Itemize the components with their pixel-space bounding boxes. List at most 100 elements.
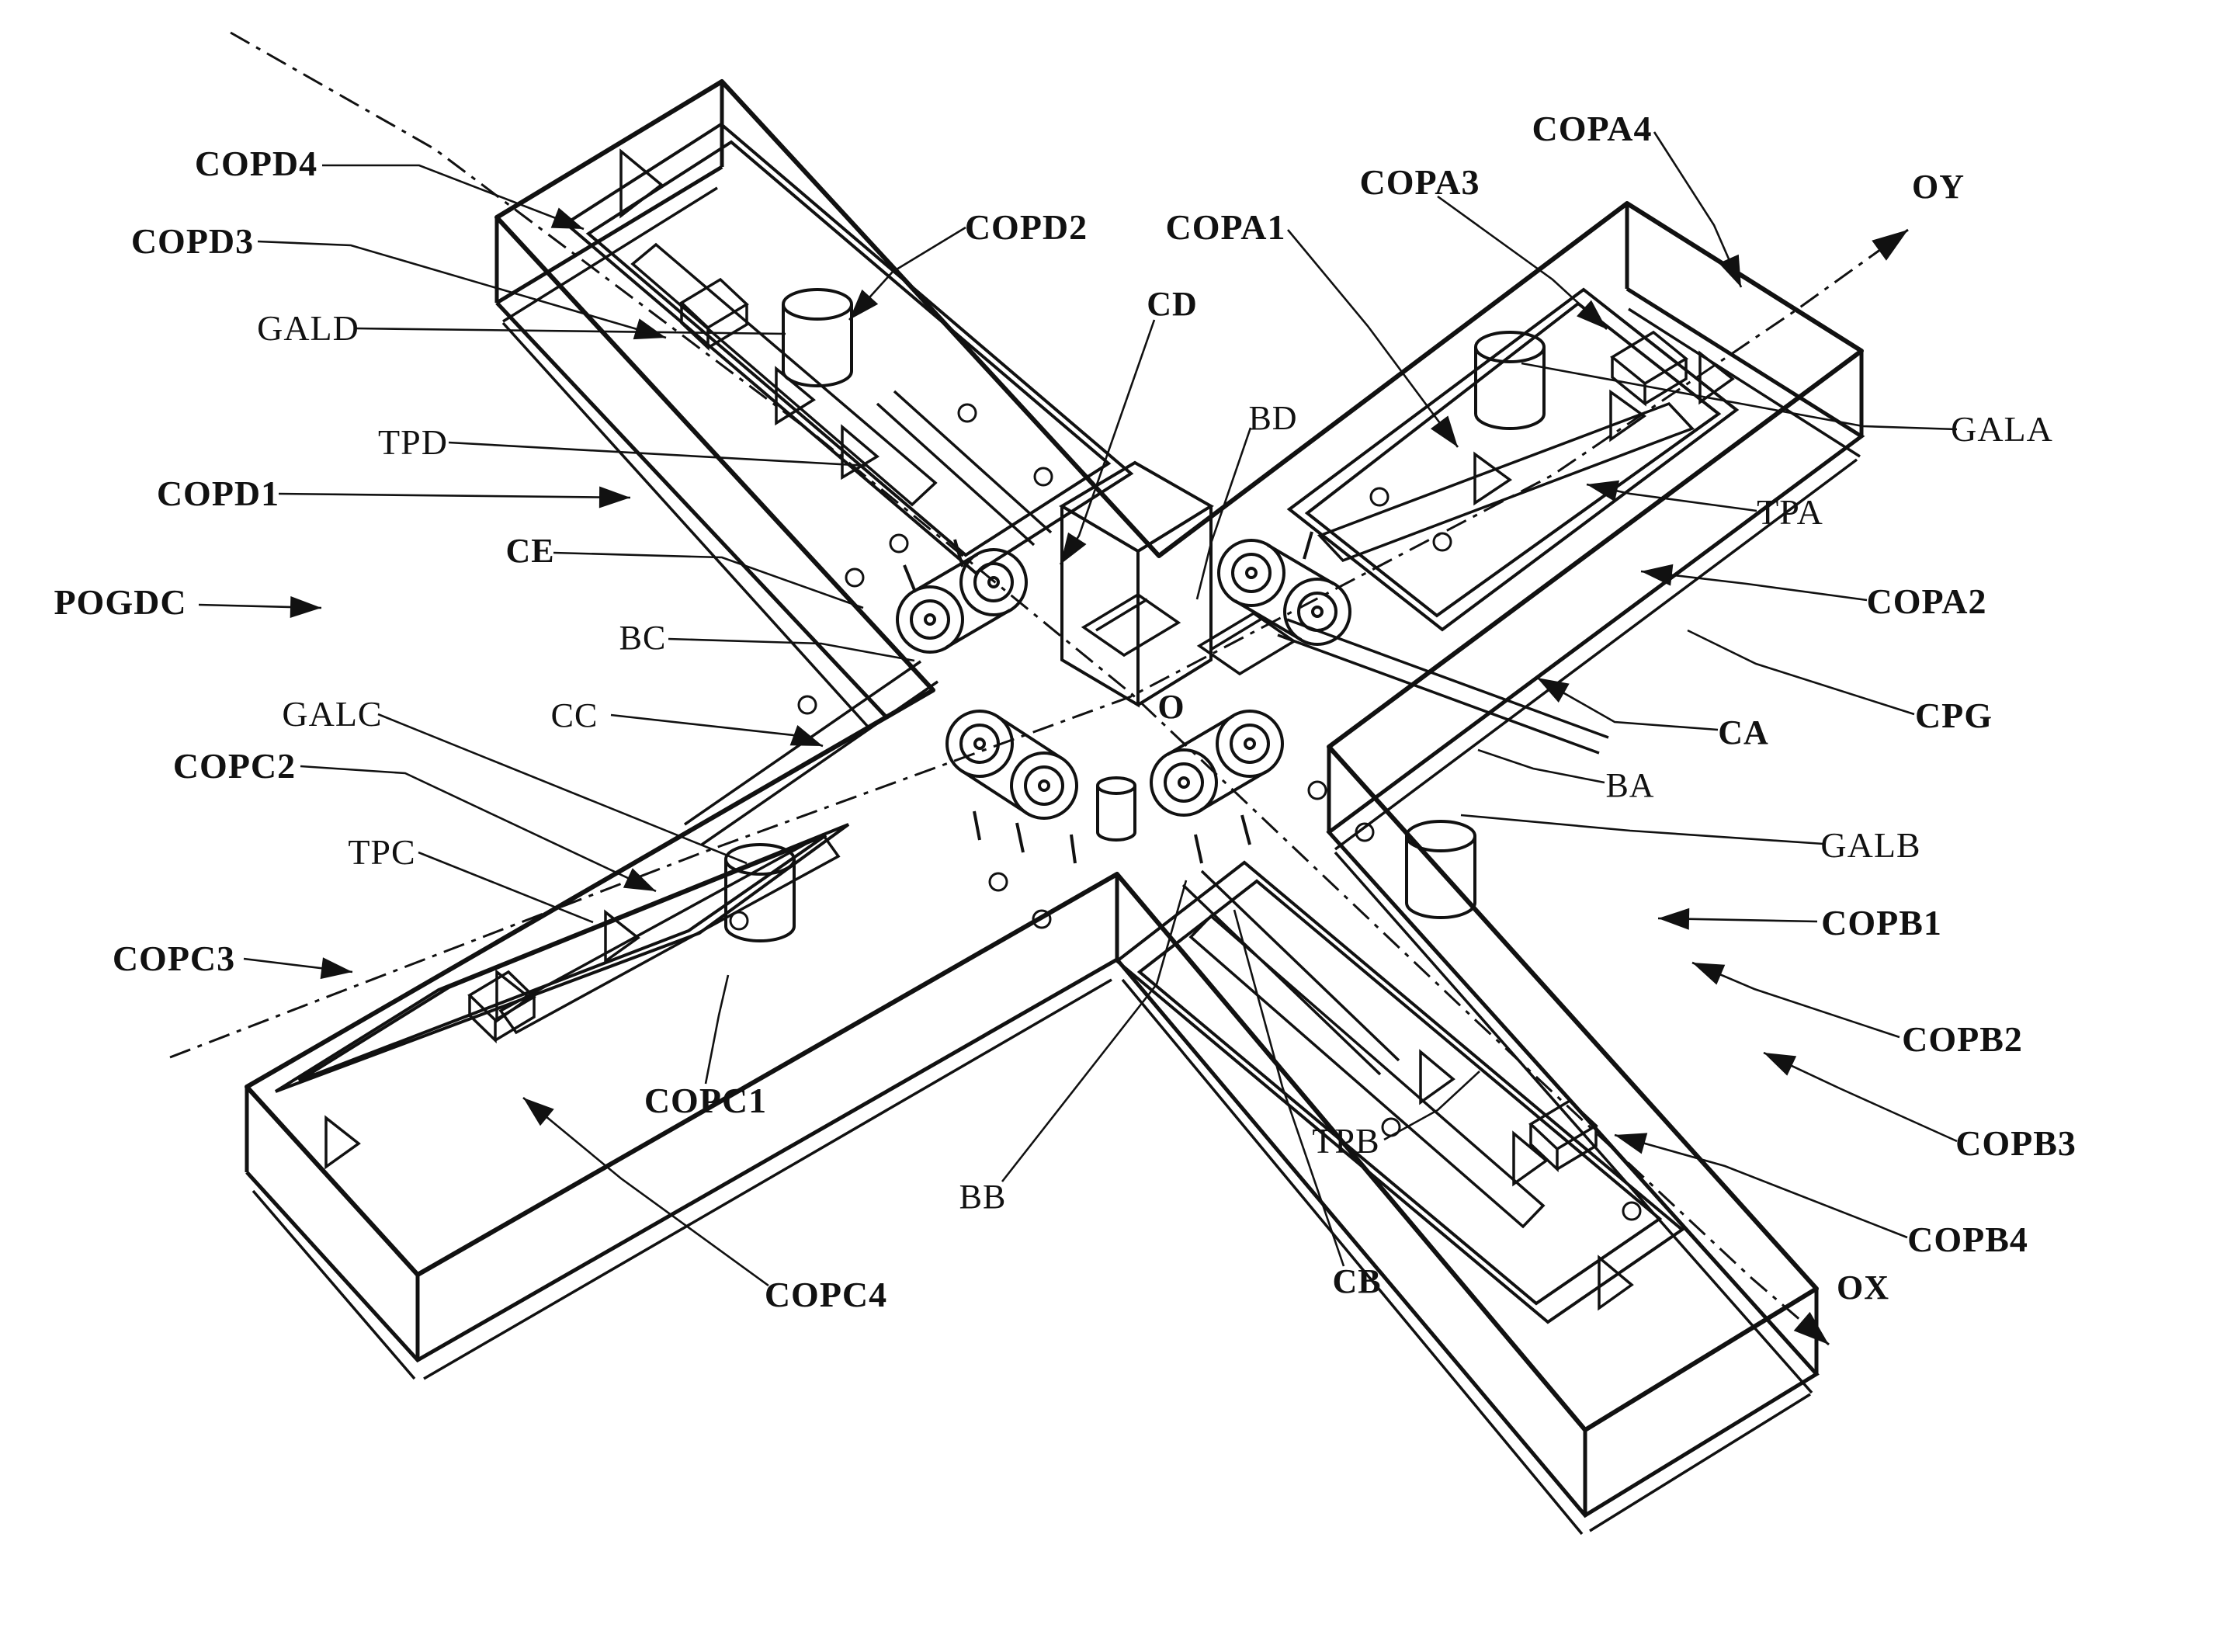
dogbone-lower-left xyxy=(945,710,1078,820)
leader-COPD4-arrowhead xyxy=(550,207,584,229)
axis-oy xyxy=(169,228,1909,1059)
label-COPC1: COPC1 xyxy=(644,1081,767,1120)
label-GALA: GALA xyxy=(1951,409,2053,449)
leader-COPA3-arrowhead xyxy=(1577,300,1607,329)
label-OY: OY xyxy=(1912,168,1965,206)
label-TPC: TPC xyxy=(348,832,415,872)
leader-COPC3-arrowhead xyxy=(320,957,352,980)
dogbone-upper-left xyxy=(896,548,1028,654)
dogbone-links xyxy=(896,539,1351,820)
rail-tpa xyxy=(1317,401,1695,563)
cylinder-center-post xyxy=(1096,776,1136,842)
label-POGDC: POGDC xyxy=(54,582,186,622)
label-COPA1: COPA1 xyxy=(1166,207,1286,247)
pocket-arm-d xyxy=(563,122,1134,575)
leader-COPD3 xyxy=(257,240,667,339)
center-pins xyxy=(903,531,1313,864)
leader-COPD1 xyxy=(278,492,631,499)
label-CB: CB xyxy=(1332,1262,1381,1300)
leader-COPB1-arrowhead xyxy=(1658,908,1690,930)
leader-COPB4 xyxy=(1614,1133,1908,1239)
rail-tpc xyxy=(498,832,841,1035)
leader-COPD4 xyxy=(322,164,585,231)
leader-COPA4-arrowhead xyxy=(1719,254,1741,287)
pocket-arm-a xyxy=(1286,287,1740,632)
label-OX: OX xyxy=(1837,1268,1889,1307)
label-O: O xyxy=(1157,688,1185,726)
leader-COPD2-arrowhead xyxy=(849,289,879,320)
label-COPB2: COPB2 xyxy=(1902,1019,2023,1059)
pocket-arm-c xyxy=(274,823,850,1093)
leader-GALA xyxy=(1521,362,1958,431)
label-COPC4: COPC4 xyxy=(765,1275,887,1314)
leader-CPG xyxy=(1687,629,1915,716)
leader-BD xyxy=(1195,427,1252,600)
label-CD: CD xyxy=(1147,285,1198,323)
label-TPA: TPA xyxy=(1757,492,1823,532)
leader-CC-arrowhead xyxy=(789,725,823,746)
leader-COPB2 xyxy=(1691,961,1900,1039)
leader-COPA3 xyxy=(1437,195,1608,330)
leader-BA xyxy=(1477,748,1605,784)
label-CA: CA xyxy=(1718,713,1769,751)
pocket-arm-b xyxy=(1114,860,1685,1324)
label-BC: BC xyxy=(619,619,667,657)
cylinder-gala xyxy=(1474,331,1546,430)
leader-COPA1-arrowhead xyxy=(1430,415,1458,447)
label-COPA3: COPA3 xyxy=(1360,162,1480,202)
label-COPD3: COPD3 xyxy=(131,221,254,261)
ring-holes xyxy=(729,403,1642,1221)
leader-CD xyxy=(1059,319,1156,565)
label-TPB: TPB xyxy=(1312,1121,1379,1161)
leader-COPB3 xyxy=(1763,1051,1958,1143)
axis-oy-arrowhead xyxy=(1872,230,1908,261)
label-CE: CE xyxy=(505,532,554,570)
annotation-layer: COPD4COPD3GALDTPDCOPD1POGDCGALCCOPC2TPCC… xyxy=(54,31,2076,1346)
leader-COPD3-arrowhead xyxy=(633,318,666,340)
leader-COPB3-arrowhead xyxy=(1764,1053,1797,1076)
leader-BB xyxy=(1001,880,1188,1182)
leader-CE xyxy=(553,551,864,609)
cylinder-galc xyxy=(724,843,796,942)
label-COPB3: COPB3 xyxy=(1955,1123,2076,1163)
leader-COPA2-arrowhead xyxy=(1641,564,1674,586)
dogbone-upper-right xyxy=(1217,539,1351,646)
axis-ox-arrowhead xyxy=(1793,1311,1829,1345)
leader-CB xyxy=(1233,909,1345,1267)
leader-COPC4-arrowhead xyxy=(523,1098,554,1126)
rail-tpd xyxy=(630,242,938,507)
label-COPA4: COPA4 xyxy=(1532,109,1653,148)
leader-CD-arrowhead xyxy=(1060,532,1087,564)
leader-TPB xyxy=(1383,1071,1480,1141)
connecting-rods xyxy=(684,390,1609,1076)
leader-COPD1-arrowhead xyxy=(598,486,630,508)
label-COPC2: COPC2 xyxy=(173,746,296,786)
label-COPB4: COPB4 xyxy=(1907,1220,2028,1259)
leader-COPB4-arrowhead xyxy=(1615,1133,1648,1154)
label-GALC: GALC xyxy=(282,694,382,734)
leader-GALC xyxy=(377,713,748,865)
leader-POGDC-arrowhead xyxy=(290,595,321,618)
label-TPD: TPD xyxy=(378,422,448,462)
pocket-notches xyxy=(324,148,1735,1311)
label-COPD4: COPD4 xyxy=(195,144,317,183)
cylinder-galb xyxy=(1405,820,1476,919)
leader-GALB xyxy=(1460,814,1824,845)
gal-cylinders xyxy=(724,288,1546,942)
leader-TPA-arrowhead xyxy=(1587,480,1620,502)
rail-tpb xyxy=(1188,914,1546,1229)
translation-rails xyxy=(498,242,1695,1229)
leader-CA-arrowhead xyxy=(1537,678,1570,703)
leader-BC xyxy=(668,637,915,662)
leader-COPA2 xyxy=(1640,570,1868,602)
label-COPD2: COPD2 xyxy=(965,207,1088,247)
label-BA: BA xyxy=(1605,766,1654,804)
arm-pockets xyxy=(274,122,1740,1324)
leader-GALD xyxy=(354,327,786,335)
central-column xyxy=(1059,460,1214,708)
label-COPB1: COPB1 xyxy=(1821,903,1942,942)
leader-COPA1 xyxy=(1286,229,1459,448)
bottom-lip-lines xyxy=(252,186,1861,1536)
cylinder-gald xyxy=(782,288,853,387)
